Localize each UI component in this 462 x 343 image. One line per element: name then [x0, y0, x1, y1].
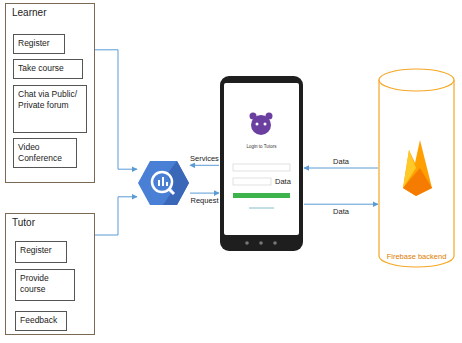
firebase-flame-dark	[403, 168, 432, 196]
connector-arrow	[304, 168, 378, 169]
connector-arrow	[190, 165, 219, 166]
login-button	[233, 193, 290, 198]
function-box: Take course	[13, 59, 83, 79]
function-box: Feedback	[15, 311, 67, 331]
screen-note: Data	[274, 177, 292, 186]
phone-screen	[224, 83, 299, 235]
connector-arrow	[304, 204, 378, 205]
screen-title: Login to Tutors	[219, 144, 304, 149]
hexagon-shade	[163, 161, 189, 205]
phone-body	[220, 76, 303, 251]
link-line	[249, 208, 274, 209]
bear-eye	[256, 123, 259, 126]
function-label: Take course	[14, 60, 82, 77]
nav-dot	[259, 241, 263, 245]
bar	[162, 177, 164, 186]
actor-panel: TutorRegisterProvide courseFeedback	[5, 213, 95, 335]
input-field	[233, 164, 290, 171]
backend-label: Firebase backend	[378, 252, 455, 261]
function-box: Provide course	[15, 269, 75, 301]
function-label: Video Conference	[14, 139, 76, 166]
cylinder-outline	[378, 68, 455, 268]
hexagon-icon	[137, 160, 190, 206]
function-box: Chat via Public/ Private forum	[13, 85, 87, 133]
function-label: Register	[16, 242, 66, 259]
connector-arrow	[95, 50, 137, 169]
bear-ear	[250, 113, 257, 120]
magnifier-handle	[169, 189, 174, 194]
actor-panel: LearnerRegisterTake courseChat via Publi…	[5, 3, 95, 183]
function-box: Register	[15, 241, 67, 263]
mobile-app: Login to Tutors	[219, 75, 304, 252]
database-cylinder: Firebase backend	[378, 68, 455, 268]
edge-label: Request	[190, 196, 220, 205]
function-label: Feedback	[16, 312, 66, 329]
nav-dot	[245, 241, 249, 245]
cylinder-top	[379, 69, 454, 91]
connector-arrow	[190, 193, 219, 194]
function-box: Register	[13, 34, 65, 54]
edge-label: Services	[189, 154, 220, 163]
edge-label: Data	[332, 207, 350, 216]
function-label: Provide course	[16, 270, 74, 297]
function-label: Register	[14, 35, 64, 52]
bar	[166, 182, 168, 186]
input-field	[233, 178, 271, 185]
function-label: Chat via Public/ Private forum	[14, 86, 86, 113]
bar	[158, 180, 160, 186]
bear-ear	[266, 113, 273, 120]
phone-illustration	[219, 75, 304, 252]
firebase-flame	[403, 140, 432, 196]
cloud-service-icon	[137, 160, 190, 206]
cylinder-body	[379, 80, 454, 267]
bear-eye	[264, 123, 267, 126]
function-box: Video Conference	[13, 138, 77, 168]
actor-title: Learner	[12, 7, 46, 18]
edge-label: Data	[332, 157, 350, 166]
hexagon	[138, 161, 189, 205]
actor-title: Tutor	[12, 217, 35, 228]
connector-arrow	[95, 197, 137, 235]
nav-dot	[273, 241, 277, 245]
